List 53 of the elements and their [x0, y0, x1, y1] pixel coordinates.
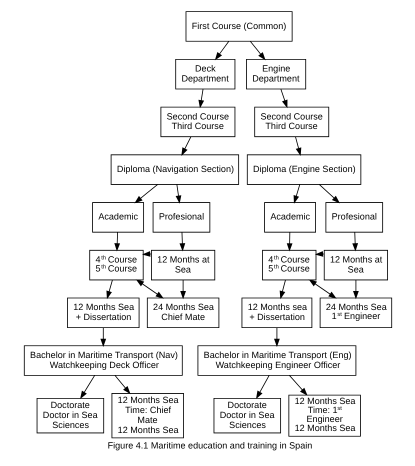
node-box: Bachelor in Maritime Transport (Eng) Watchkeeping Engineer Officer: [197, 345, 356, 376]
node-box: 24 Months Sea 1$^{st}$ Engineer: [319, 298, 392, 328]
node-box: Doctorate Doctor in Sea Sciences: [213, 398, 281, 434]
arrow: [352, 232, 358, 252]
node-box: 12 Months sea + Dissertation: [241, 298, 312, 328]
node-box: Deck Department: [174, 58, 235, 90]
arrow: [134, 184, 158, 204]
arrow: [308, 279, 336, 299]
arrow: [294, 136, 301, 156]
arrow: [180, 136, 191, 156]
node-box: 12 Months at Sea: [150, 250, 215, 280]
node-box: Engine Department: [246, 58, 306, 90]
arrow: [318, 184, 340, 204]
node-box: 12 Months Sea Time: Chief Mate 12 Months Sea: [111, 393, 184, 438]
node-box: Second Course Third Course: [160, 106, 235, 138]
node-box: 12 Months Sea Time: 1$^{st}$ Engineer 12 Months Sea: [288, 394, 360, 437]
arrow: [106, 280, 112, 300]
arrow: [80, 375, 95, 400]
arrow: [293, 184, 300, 204]
node-box: Diploma (Engine Section): [246, 154, 361, 185]
node-box: Profesional: [152, 202, 210, 233]
node-box: 4$^{th}$ Course 5$^{th}$ Course: [88, 250, 144, 280]
node-box: 4$^{th}$ Course 5$^{th}$ Course: [262, 250, 316, 280]
arrow: [279, 280, 286, 300]
arrow: [214, 40, 229, 60]
node-box: Doctorate Doctor in Sea Sciences: [36, 398, 104, 434]
arrow: [180, 280, 186, 300]
arrow: [288, 375, 308, 396]
arrow: [114, 375, 130, 394]
arrow: [256, 375, 270, 400]
node-box: 12 Months Sea + Dissertation: [66, 298, 139, 328]
node-box: Profesional: [324, 202, 383, 233]
node-box: 12 Months at Sea: [323, 250, 388, 280]
arrow: [178, 232, 185, 252]
node-box: Diploma (Navigation Section): [110, 154, 239, 185]
arrow: [249, 40, 266, 60]
caption: Figure 4.1 Maritime education and training in Spain: [107, 440, 312, 450]
arrow: [135, 279, 164, 299]
arrow: [274, 327, 280, 347]
arrow: [280, 88, 287, 108]
arrow: [175, 184, 181, 204]
node-box: 24 Months Sea Chief Mate: [146, 298, 219, 328]
node-box: First Course (Common): [185, 11, 292, 42]
arrow: [286, 232, 292, 252]
node-box: Academic: [92, 202, 144, 233]
arrow: [142, 251, 152, 257]
arrow: [352, 280, 358, 300]
arrow: [198, 88, 204, 108]
node-box: Academic: [264, 202, 316, 233]
node-box: Bachelor in Maritime Transport (Nav) Watchkeeping Deck Officer: [23, 345, 182, 376]
arrow: [114, 232, 120, 252]
arrow: [100, 327, 106, 347]
node-box: Second Course Third Course: [254, 106, 329, 138]
